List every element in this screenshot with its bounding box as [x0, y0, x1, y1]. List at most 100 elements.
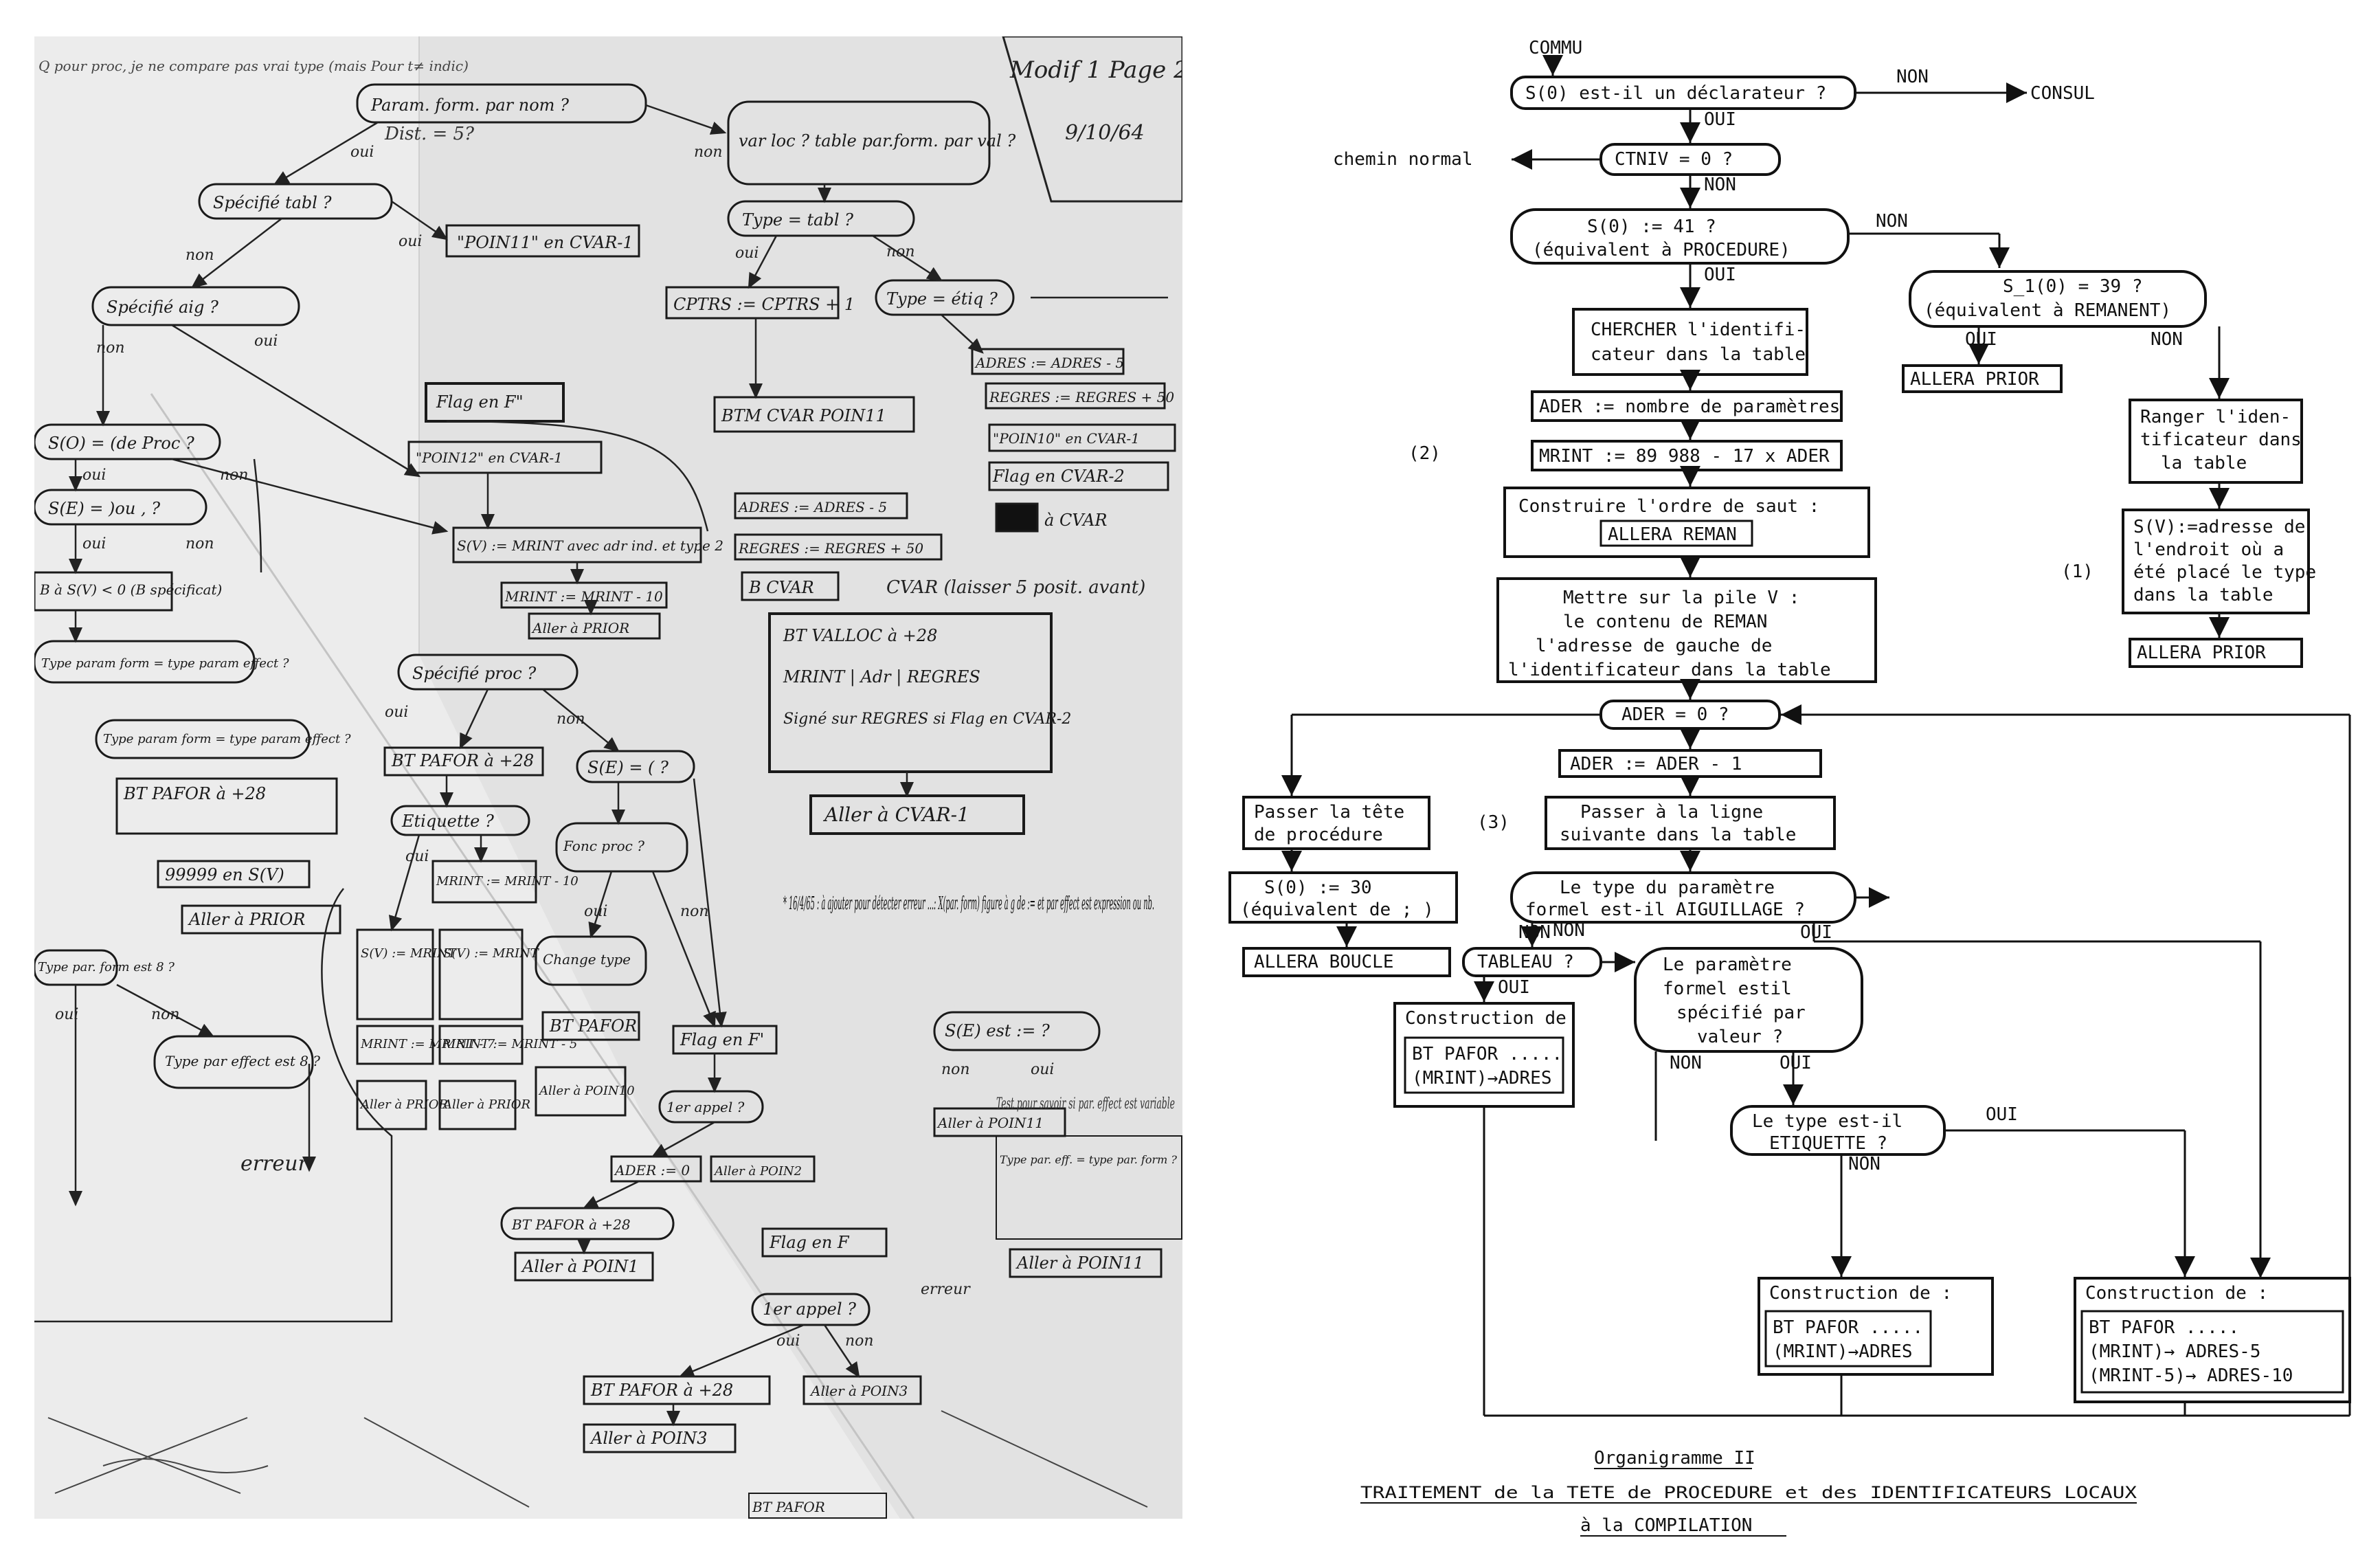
hand-box-label: Aller à POIN3	[590, 1429, 708, 1448]
non-label: NON	[1553, 920, 1585, 941]
cvar-note: CVAR (laisser 5 posit. avant)	[886, 577, 1145, 598]
box-allera-boucle	[1242, 947, 1451, 977]
hand-box-label: "POIN12" en CVAR-1	[416, 449, 563, 466]
hand-oui: oui	[82, 535, 106, 553]
hand-box-label: ADRES := ADRES - 5	[974, 355, 1124, 371]
hand-oui: oui	[776, 1332, 800, 1350]
box-allera-reman	[1599, 520, 1753, 547]
hand-box-label: BT PAFOR à +28	[123, 784, 266, 803]
box-pile-v-label-3: l'adresse de gauche de	[1536, 636, 1772, 656]
hand-box-label: BT PAFOR à +28	[590, 1381, 733, 1400]
hand-box-label: MRINT | Adr | REGRES	[783, 667, 980, 687]
oui-label: OUI	[1800, 922, 1832, 943]
box-passer-ligne-label: Passer à la ligne	[1580, 802, 1763, 823]
hand-box-label: var loc ? table par.form. par val ?	[739, 131, 1015, 150]
box-chercher-label: CHERCHER l'identifi-	[1591, 320, 1806, 340]
box-s0-30	[1228, 871, 1458, 924]
hand-box-label: Type = tabl ?	[742, 210, 853, 230]
decision-remanent	[1909, 270, 2207, 328]
non-label: NON	[1670, 1053, 1702, 1073]
hand-oui: oui	[350, 144, 374, 161]
hand-box-label: S(E) = )ou , ?	[48, 499, 160, 518]
hand-box-label: Aller à POIN3	[809, 1383, 908, 1399]
decision-aiguillage-label-2: formel est-il AIGUILLAGE ?	[1525, 900, 1805, 920]
box-allera-reman-label: ALLERA REMAN	[1608, 524, 1737, 545]
box-passer-tete-label: Passer la tête	[1254, 802, 1404, 823]
hand-box-label: BT PAFOR à +28	[511, 1216, 631, 1233]
hand-box-label: Aller à POIN11	[1015, 1253, 1144, 1273]
box-pile-v-label-2: le contenu de REMAN	[1563, 612, 1767, 632]
hand-box-label: Spécifié tabl ?	[213, 193, 332, 212]
hand-box-label: Flag en F	[769, 1233, 850, 1252]
hand-box-label: B CVAR	[748, 578, 814, 597]
hand-oui: oui	[405, 848, 429, 865]
corner-note: Q pour proc, je ne compare pas vrai type…	[38, 58, 469, 74]
header-tag: Modif 1 Page 2	[1009, 56, 1182, 84]
hand-oui: oui	[398, 233, 422, 250]
hand-box-label: Type = étiq ?	[886, 289, 998, 309]
box-sv-adresse-label-4: dans la table	[2133, 585, 2274, 605]
box-ranger	[2129, 399, 2303, 484]
box-construction-2	[1758, 1277, 1994, 1376]
hand-box-label: Aller à PRIOR	[442, 1097, 530, 1112]
hand-box-label: REGRES := REGRES + 50	[989, 389, 1174, 405]
box-ranger-label-3: la table	[2161, 453, 2247, 473]
hand-oui: oui	[82, 467, 106, 484]
hand-box-label: S(O) = (de Proc ?	[48, 434, 194, 453]
hand-boxes: Param. form. par nom ? var loc ? table p…	[33, 83, 1182, 1519]
hand-box-label: Param. form. par nom ?	[370, 96, 569, 115]
dist-note: Dist. = 5?	[384, 124, 475, 144]
hand-box-label: à CVAR	[1044, 511, 1107, 530]
box-chercher-label-2: cateur dans la table	[1591, 344, 1806, 365]
hand-box-label: REGRES := REGRES + 50	[738, 540, 923, 557]
hand-box-label: MRINT := MRINT - 7	[360, 1037, 495, 1051]
decision-ader-zero-label: ADER = 0 ?	[1621, 704, 1729, 725]
oui-label: OUI	[1965, 329, 1997, 350]
decision-valeur	[1634, 947, 1863, 1053]
erreur-note: erreur	[240, 1152, 309, 1176]
oui-label: OUI	[1498, 977, 1530, 998]
hand-box-label: "POIN10" en CVAR-1	[993, 430, 1140, 447]
decision-valeur-label-4: valeur ?	[1697, 1027, 1783, 1047]
box-pile-v-label: Mettre sur la pile V :	[1563, 588, 1799, 608]
non-label: NON	[2151, 329, 2183, 350]
box-construction-3-code-3: (MRINT-5)→ ADRES-10	[2089, 1365, 2293, 1386]
box-allera-prior-1	[1902, 364, 2063, 393]
box-ader-nombre-label: ADER := nombre de paramètres	[1539, 397, 1840, 417]
mark-2: (2)	[1408, 443, 1441, 464]
handwritten-flowchart-photo: Modif 1 Page 2 9/10/64 Q pour proc, je n…	[33, 35, 1189, 1519]
hand-branch-labels: oui non oui non oui non non oui oui non …	[55, 144, 1054, 1350]
hand-non: non	[186, 247, 214, 264]
hand-box-label: Aller à PRIOR	[531, 620, 629, 636]
hand-box-label: Type par. eff. = type par. form ?	[1000, 1153, 1177, 1166]
hand-non: non	[886, 243, 915, 260]
hand-box-label: Flag en F"	[436, 392, 524, 412]
box-construction-2-code-1: BT PAFOR .....	[1773, 1317, 1923, 1338]
non-label: NON	[1848, 1154, 1881, 1174]
decision-ctniv-label: CTNIV = 0 ?	[1615, 149, 1733, 170]
decision-valeur-label-2: formel estil	[1663, 979, 1792, 999]
hand-box-label: BT PAFOR	[549, 1016, 637, 1036]
hand-box-label: BT PAFOR	[752, 1499, 825, 1515]
hand-box-label: CPTRS := CPTRS + 1	[673, 295, 855, 314]
hand-box-label: S(E) = ( ?	[587, 758, 669, 777]
decision-valeur-label-3: spécifié par	[1676, 1003, 1806, 1023]
hand-box-label: Flag en CVAR-2	[992, 467, 1125, 486]
hand-box-label: Etiquette ?	[401, 812, 494, 831]
hand-box-label: Aller à POIN1	[521, 1257, 639, 1276]
box-construction-1-code	[1404, 1036, 1564, 1094]
consul-label: CONSUL	[2030, 83, 2095, 104]
test-note: Test pour savoir si par. effect est vari…	[996, 1095, 1175, 1113]
hand-box-label: Change type	[543, 951, 631, 968]
box-allera-prior-2	[2129, 638, 2303, 668]
box-s0-30-label: S(0) := 30	[1264, 878, 1372, 898]
caption-line3: à la COMPILATION	[1580, 1515, 1752, 1536]
hand-box-label: B à S(V) < 0 (B spécificat)	[39, 581, 222, 598]
box-pile-v-label-4: l'identificateur dans la table	[1508, 660, 1831, 680]
oui-label: OUI	[1780, 1053, 1812, 1073]
hand-box-label: MRINT := MRINT - 10	[504, 588, 663, 605]
mark-3: (3)	[1477, 812, 1509, 833]
box-ranger-label-2: tificateur dans	[2140, 429, 2302, 450]
box-sv-adresse	[2122, 509, 2310, 614]
hand-box-label: Signé sur REGRES si Flag en CVAR-2	[783, 711, 1071, 728]
